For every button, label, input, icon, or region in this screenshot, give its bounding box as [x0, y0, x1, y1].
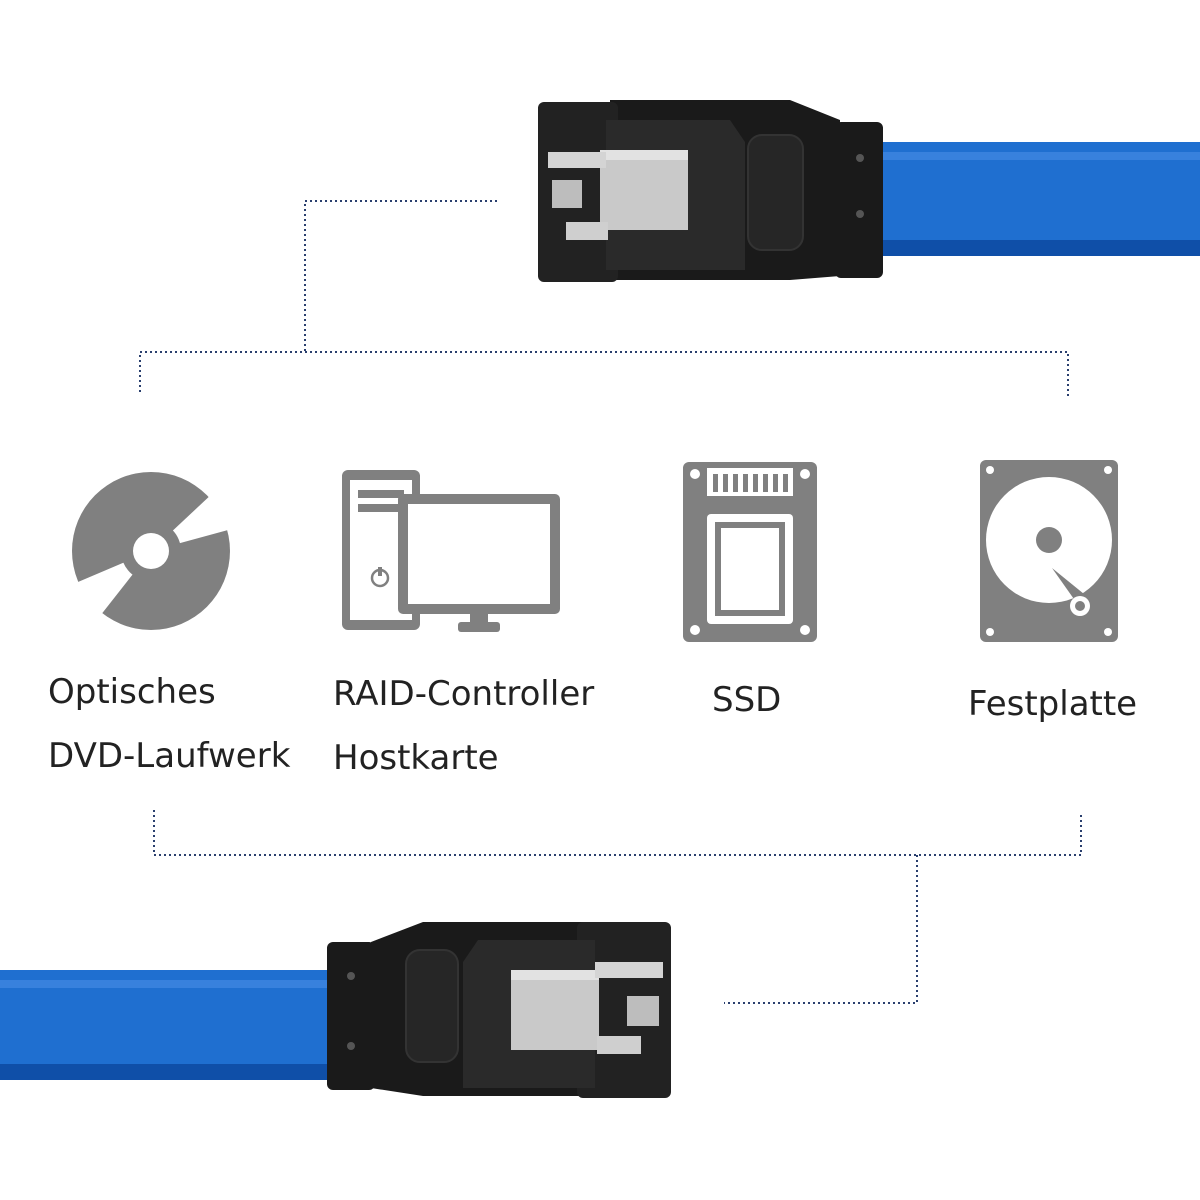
top-connector-line — [304, 200, 497, 352]
device-label-hard-disk: Festplatte — [968, 672, 1137, 736]
top-strain-relief — [835, 122, 883, 278]
device-label-raid-controller: RAID-Controller Hostkarte — [333, 662, 594, 790]
bottom-cable — [0, 970, 328, 1080]
top-sata-connector — [538, 100, 1200, 282]
device-label-line: Festplatte — [968, 684, 1138, 724]
device-label-line: Optisches — [48, 672, 216, 712]
bottom-bracket-line — [153, 810, 1082, 856]
device-label-optical-drive: Optisches DVD-Laufwerk — [48, 660, 290, 788]
bottom-metal-clip — [511, 962, 663, 1054]
device-label-ssd: SSD — [712, 668, 781, 732]
hard-disk-icon — [980, 460, 1118, 642]
ssd-icon — [683, 462, 817, 642]
top-bracket-line — [139, 351, 1069, 396]
bottom-sata-connector — [0, 922, 671, 1098]
device-label-line: SSD — [712, 680, 782, 720]
desktop-computer-icon — [342, 470, 560, 632]
device-label-line: RAID-Controller — [333, 674, 595, 714]
optical-disc-icon — [72, 472, 230, 630]
top-metal-clip — [548, 150, 688, 240]
top-cable — [880, 142, 1200, 256]
bottom-strain-relief — [327, 942, 375, 1090]
device-label-line: DVD-Laufwerk — [48, 736, 291, 776]
device-label-line: Hostkarte — [333, 738, 499, 778]
bottom-connector-line — [724, 855, 918, 1004]
